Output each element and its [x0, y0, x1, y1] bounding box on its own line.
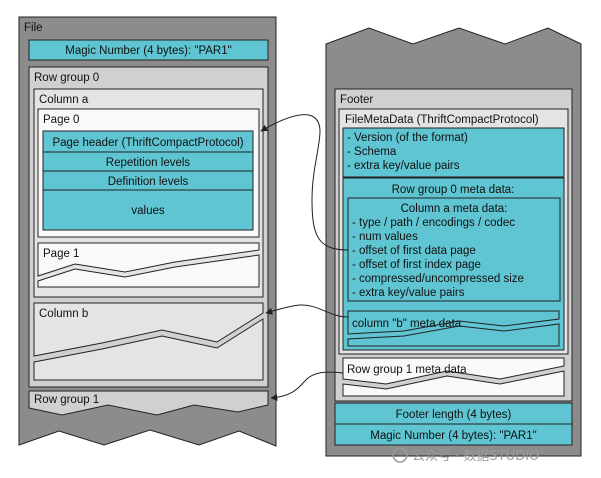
column-b-tear [33, 318, 264, 381]
file-metadata-info-line: - extra key/value pairs [347, 160, 460, 172]
footer-title: Footer [340, 94, 373, 106]
arrow-col-b-meta-to-column-b [265, 304, 349, 318]
file-metadata-info [342, 127, 565, 178]
file-magic-number [28, 39, 269, 61]
footer-side: Footer FileMetaData (ThriftCompactProtoc… [325, 27, 582, 457]
values-label: values [131, 205, 164, 217]
page-1 [37, 242, 260, 277]
values-block [42, 189, 254, 231]
arrow-rg1-meta-to-row-group-1 [270, 371, 344, 401]
column-a-meta-line: - compressed/uncompressed size [352, 273, 524, 285]
footer-magic-number-label: Magic Number (4 bytes): "PAR1" [370, 430, 536, 442]
connector-arrows [260, 114, 349, 401]
column-a-meta-title: Column a meta data: [401, 203, 508, 215]
watermark: 公众号 · 数据STUDIO [392, 447, 539, 464]
file-metadata-title: FileMetaData (ThriftCompactProtocol) [345, 114, 539, 126]
footer-length-label: Footer length (4 bytes) [396, 409, 512, 421]
row-group-1-meta [342, 357, 565, 385]
page-header-label: Page header (ThriftCompactProtocol) [52, 137, 243, 149]
column-a-meta [347, 197, 561, 302]
row-group-1-title: Row group 1 [34, 394, 99, 406]
column-a-title: Column a [39, 94, 89, 106]
page-1-title: Page 1 [43, 248, 79, 260]
row-group-1 [28, 390, 269, 416]
page-1-tear [37, 254, 260, 288]
column-a-meta-line: - extra key/value pairs [352, 287, 465, 299]
column-a-meta-line: - offset of first index page [352, 259, 481, 271]
file-block: File Magic Number (4 bytes): "PAR1" Row … [18, 16, 277, 447]
arrow-col-a-meta-to-page-0 [260, 114, 349, 251]
repetition-levels-label: Repetition levels [106, 157, 191, 169]
file-metadata-info-line: - Schema [347, 146, 397, 158]
row-group-1-meta-tear [342, 370, 565, 397]
column-a-meta-line: - num values [352, 231, 418, 243]
page-0-title: Page 0 [43, 114, 79, 126]
column-b-title: Column b [39, 308, 88, 320]
file-metadata-info-line: - Version (of the format) [347, 132, 468, 144]
column-a-meta-line: - offset of first data page [352, 245, 476, 257]
column-b-meta-label: column "b" meta data [352, 318, 462, 330]
wechat-icon [392, 447, 408, 463]
column-b-meta-tear [347, 323, 560, 347]
definition-levels-label: Definition levels [108, 176, 189, 188]
column-a-meta-line: - type / path / encodings / codec [352, 217, 515, 229]
row-group-1-meta-label: Row group 1 meta data [347, 364, 467, 376]
row-group-0-meta-title: Row group 0 meta data: [392, 184, 515, 196]
row-group-0-title: Row group 0 [34, 72, 99, 84]
footer-magic-number [334, 423, 573, 446]
file-magic-number-label: Magic Number (4 bytes): "PAR1" [65, 45, 231, 57]
watermark-text: 公众号 · 数据STUDIO [412, 449, 539, 464]
file-title: File [24, 22, 43, 34]
column-b-meta [347, 310, 560, 335]
column-b [33, 302, 264, 357]
